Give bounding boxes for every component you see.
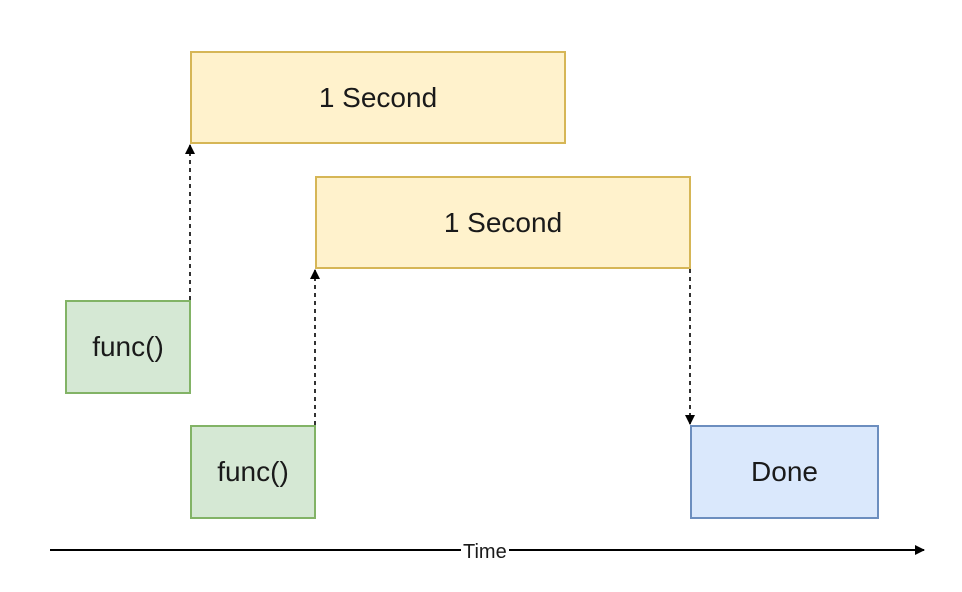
- func-call-box-second-label: func(): [217, 456, 289, 487]
- timer-box-second: 1 Second: [315, 176, 691, 269]
- func-call-box-second: func(): [190, 425, 316, 519]
- done-box: Done: [690, 425, 879, 519]
- timer-box-first: 1 Second: [190, 51, 566, 144]
- timer-box-second-label: 1 Second: [443, 206, 563, 238]
- func-call-box-first: func(): [65, 300, 191, 394]
- timer-box-first-label: 1 Second: [318, 81, 438, 113]
- time-axis-label: Time: [461, 540, 509, 564]
- func-call-box-first-label: func(): [92, 331, 164, 362]
- done-box-label: Done: [751, 456, 818, 487]
